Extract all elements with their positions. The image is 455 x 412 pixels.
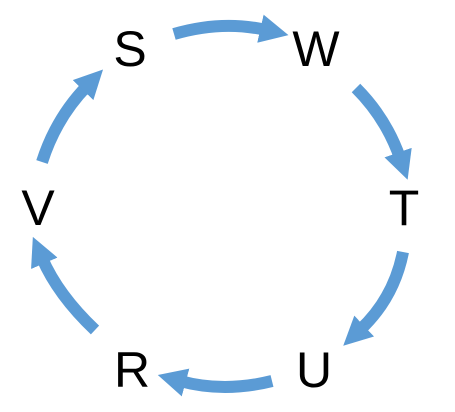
arrow-t-to-u bbox=[343, 250, 409, 346]
node-label-v: V bbox=[21, 180, 55, 236]
arrow-group bbox=[31, 14, 412, 397]
arrow-s-to-w bbox=[172, 14, 289, 43]
node-label-s: S bbox=[113, 21, 146, 77]
arrow-w-to-t bbox=[351, 83, 412, 180]
arrow-v-to-s bbox=[36, 69, 104, 164]
node-labels: S W T U R V bbox=[21, 21, 419, 398]
node-label-w: W bbox=[292, 21, 340, 77]
arrow-r-to-v bbox=[31, 236, 100, 335]
node-label-r: R bbox=[114, 342, 150, 398]
node-label-t: T bbox=[389, 180, 420, 236]
node-label-u: U bbox=[296, 342, 332, 398]
arrow-u-to-r bbox=[157, 368, 274, 397]
